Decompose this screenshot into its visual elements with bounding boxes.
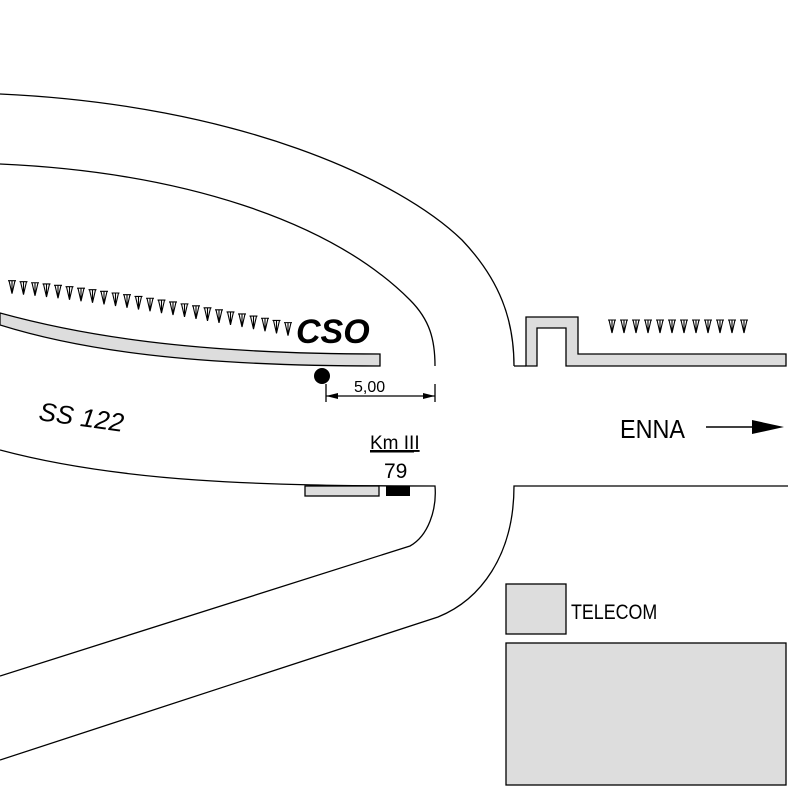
embankment-tick-icon <box>272 319 281 334</box>
distance-dimension <box>325 384 436 402</box>
embankment-tick-icon <box>134 295 143 310</box>
embankment-tick-icon <box>31 282 39 296</box>
embankment-tick-icon <box>716 319 724 334</box>
embankment-ticks-right <box>608 319 748 334</box>
km-marker-post <box>386 486 410 496</box>
right-sidewalk <box>525 316 787 367</box>
embankment-tick-icon <box>157 299 166 314</box>
embankment-tick-icon <box>19 281 28 295</box>
lower-curb <box>304 485 380 497</box>
embankment-tick-icon <box>656 319 664 334</box>
embankment-tick-icon <box>284 322 292 336</box>
embankment-tick-icon <box>100 290 108 305</box>
embankment-tick-icon <box>249 315 258 330</box>
telecom-building <box>505 583 567 635</box>
embankment-tick-icon <box>8 280 16 294</box>
embankment-tick-icon <box>215 309 223 323</box>
embankment-tick-icon <box>632 319 640 334</box>
embankment-tick-icon <box>692 319 700 334</box>
embankment-tick-icon <box>180 303 189 318</box>
arrow-right-icon <box>706 420 784 434</box>
large-building <box>505 642 787 786</box>
destination-label: ENNA <box>620 416 685 444</box>
embankment-tick-icon <box>261 317 269 332</box>
distance-label: 5,00 <box>354 379 385 396</box>
embankment-tick-icon <box>77 287 85 302</box>
embankment-tick-icon <box>668 319 676 334</box>
left-sidewalk <box>0 312 381 367</box>
embankment-tick-icon <box>65 286 74 300</box>
embankment-tick-icon <box>146 297 154 312</box>
embankment-tick-icon <box>169 301 177 316</box>
road-lower-outer-edge <box>0 485 788 761</box>
embankment-tick-icon <box>123 294 131 308</box>
road-inner-upper-edge <box>0 163 436 367</box>
embankment-ticks-left <box>8 280 292 336</box>
embankment-tick-icon <box>111 292 120 307</box>
embankment-tick-icon <box>704 319 712 334</box>
km-number-label: 79 <box>384 460 407 483</box>
embankment-tick-icon <box>680 319 688 334</box>
embankment-tick-icon <box>203 307 212 321</box>
telecom-label: TELECOM <box>571 601 657 625</box>
embankment-tick-icon <box>740 319 748 334</box>
embankment-tick-icon <box>644 319 652 334</box>
station-label: CSO <box>296 313 370 351</box>
embankment-tick-icon <box>42 283 51 298</box>
embankment-tick-icon <box>88 289 97 303</box>
embankment-tick-icon <box>238 313 246 328</box>
embankment-tick-icon <box>54 284 62 299</box>
road-outer-upper-edge <box>0 93 515 367</box>
embankment-tick-icon <box>620 319 628 334</box>
road-label: SS 122 <box>37 396 126 438</box>
embankment-tick-icon <box>226 311 235 326</box>
embankment-tick-icon <box>608 319 616 334</box>
road-lower-edge <box>0 449 436 677</box>
station-marker-icon <box>314 368 330 384</box>
embankment-tick-icon <box>728 319 736 334</box>
km-label: Km III <box>370 433 420 454</box>
embankment-tick-icon <box>192 305 200 319</box>
